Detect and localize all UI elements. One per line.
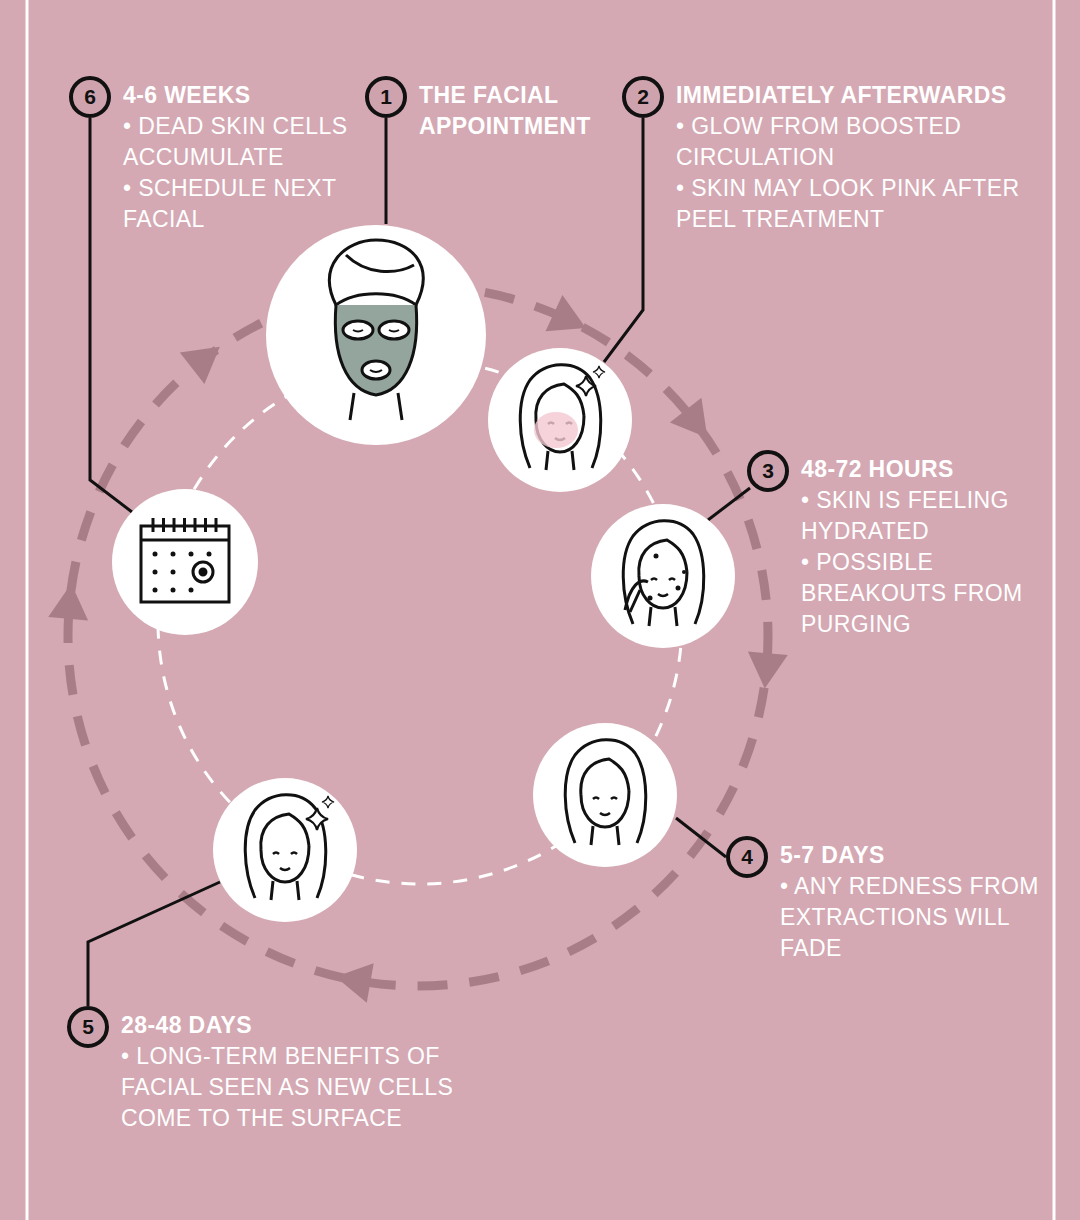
calendar-ring [215,518,218,532]
step-bullet: • GLOW FROM BOOSTED CIRCULATION [676,111,1048,173]
step-heading: 28-48 DAYS [121,1010,521,1041]
cycle-arrowhead [336,963,374,1002]
step-text: 5-7 DAYS• ANY REDNESS FROM EXTRACTIONS W… [780,836,1048,964]
step-bullet: • DEAD SKIN CELLS ACCUMULATE [123,111,368,173]
step-bullet: • ANY REDNESS FROM EXTRACTIONS WILL FADE [780,871,1048,964]
step-bullet: • POSSIBLE BREAKOUTS FROM PURGING [801,547,1037,640]
calendar-ring [162,518,165,532]
step-text: 4-6 WEEKS• DEAD SKIN CELLS ACCUMULATE• S… [123,76,368,235]
step-bullet: • SKIN IS FEELING HYDRATED [801,485,1037,547]
step-heading: 48-72 HOURS [801,454,1037,485]
callout-number: 6 [69,76,111,118]
step-text: 48-72 HOURS• SKIN IS FEELING HYDRATED• P… [801,450,1037,640]
step-callout: 6 4-6 WEEKS• DEAD SKIN CELLS ACCUMULATE• … [69,76,368,235]
calendar-ring [152,518,155,532]
cycle-arrowhead [546,295,586,331]
callout-number: 5 [67,1006,109,1048]
calendar-ring [204,518,207,532]
step-text: IMMEDIATELY AFTERWARDS• GLOW FROM BOOSTE… [676,76,1048,235]
calendar-ring [173,518,176,532]
step-callout: 5 28-48 DAYS• LONG-TERM BENEFITS OF FACIA… [67,1006,521,1134]
callout-number: 4 [726,836,768,878]
step-text: THE FACIAL APPOINTMENT [419,76,624,142]
cycle-arrowhead [180,347,220,384]
step-callout: 4 5-7 DAYS• ANY REDNESS FROM EXTRACTIONS … [726,836,1048,964]
step-heading: 4-6 WEEKS [123,80,368,111]
cycle-arrowhead [748,652,788,689]
step-heading: THE FACIAL APPOINTMENT [419,80,624,142]
calendar-ring [194,518,197,532]
step-callout: 3 48-72 HOURS• SKIN IS FEELING HYDRATED• … [747,450,1037,640]
step-heading: IMMEDIATELY AFTERWARDS [676,80,1048,111]
step-text: 28-48 DAYS• LONG-TERM BENEFITS OF FACIAL… [121,1006,521,1134]
step-callout: 2 IMMEDIATELY AFTERWARDS• GLOW FROM BOOST… [622,76,1048,235]
callout-number: 2 [622,76,664,118]
callout-number: 1 [365,76,407,118]
calendar-ring [183,518,186,532]
step-callout: 1 THE FACIAL APPOINTMENT [365,76,624,142]
step-bullet: • SCHEDULE NEXT FACIAL [123,173,368,235]
cycle-arrowhead [670,398,707,438]
callout-number: 3 [747,450,789,492]
step-bullet: • LONG-TERM BENEFITS OF FACIAL SEEN AS N… [121,1041,521,1134]
cycle-arrowhead [48,584,88,621]
step-bullet: • SKIN MAY LOOK PINK AFTER PEEL TREATMEN… [676,173,1048,235]
step-heading: 5-7 DAYS [780,840,1048,871]
